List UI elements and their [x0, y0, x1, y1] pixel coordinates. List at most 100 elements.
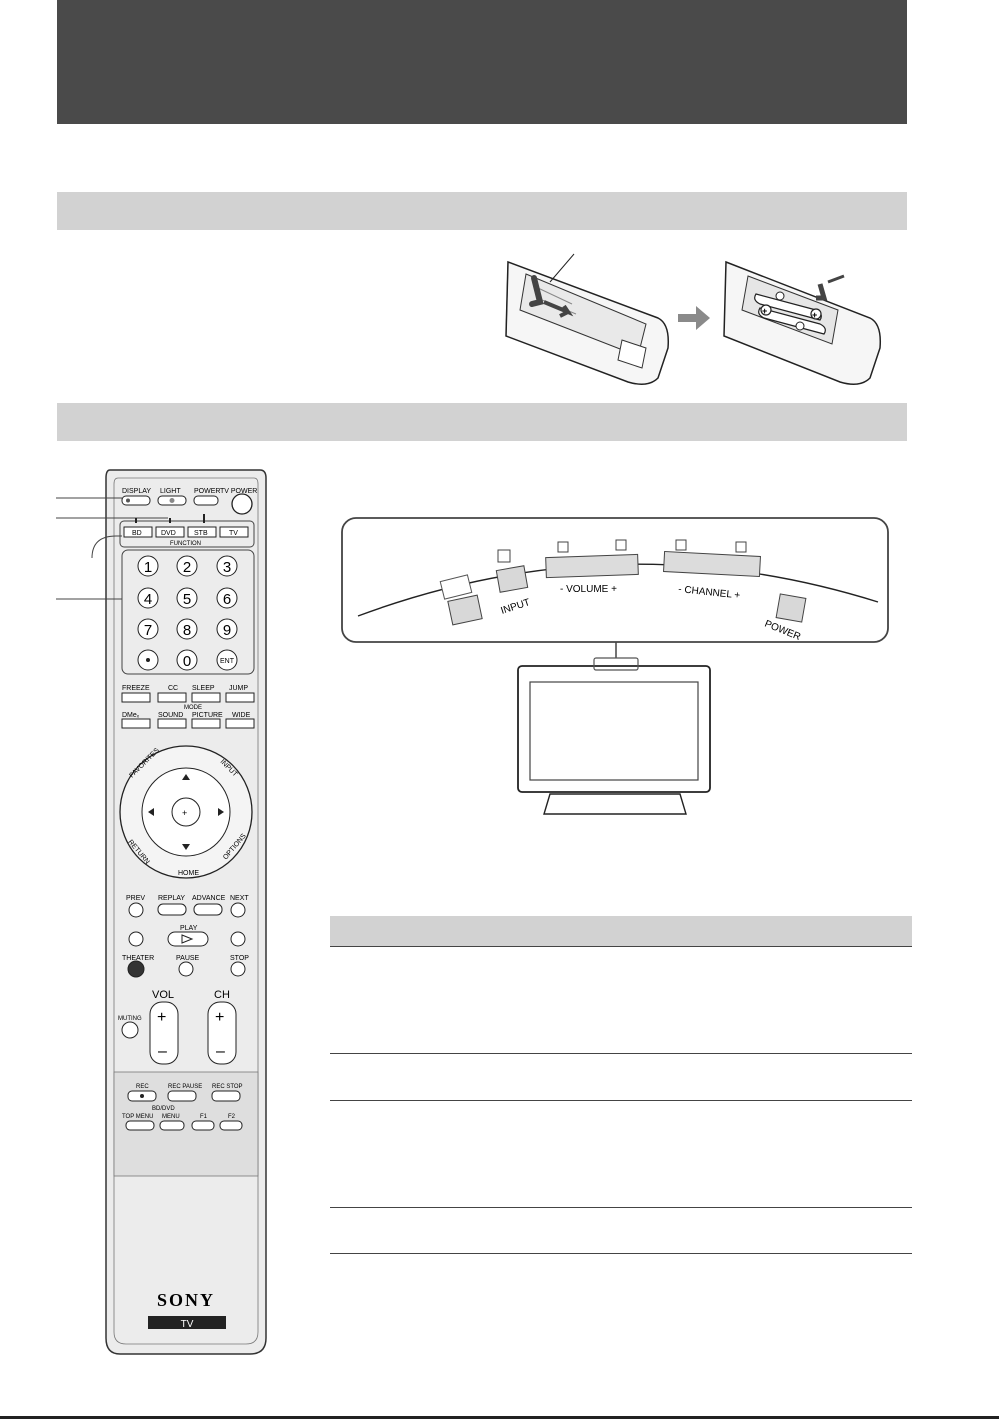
- tv-power-button[interactable]: [231, 493, 253, 515]
- rec-stop-button[interactable]: [211, 1090, 241, 1102]
- digit-6-label: 6: [223, 591, 231, 608]
- top-menu-button[interactable]: [125, 1120, 155, 1131]
- freeze-button[interactable]: [121, 692, 151, 703]
- function-dvd-button[interactable]: [155, 526, 185, 538]
- digit-5-button[interactable]: [176, 587, 198, 609]
- panel-menu-button[interactable]: [447, 594, 483, 626]
- digit-9-button[interactable]: [216, 618, 238, 640]
- digit-6-button[interactable]: [216, 587, 238, 609]
- function-tv-button[interactable]: [219, 526, 249, 538]
- f1-button[interactable]: [191, 1120, 215, 1131]
- volume-up-icon: [615, 539, 627, 551]
- rec-label: REC: [136, 1084, 149, 1090]
- theater-button[interactable]: [127, 960, 145, 978]
- tv-stand: [543, 793, 687, 815]
- f2-button[interactable]: [219, 1120, 243, 1131]
- digit-0-button[interactable]: [176, 649, 198, 671]
- dpad-right-icon: [218, 808, 224, 816]
- freeze-label: FREEZE: [122, 685, 150, 692]
- digit-3-button[interactable]: [216, 555, 238, 577]
- svg-text:–: –: [158, 1043, 167, 1060]
- volume-down-icon: [557, 541, 569, 553]
- number-pad-group: [121, 549, 255, 675]
- table-rule: [330, 1207, 912, 1208]
- next-button[interactable]: [230, 902, 246, 918]
- picture-button[interactable]: [191, 718, 221, 729]
- pause-button[interactable]: [178, 961, 194, 977]
- prev-button[interactable]: [128, 902, 144, 918]
- function-stb-button[interactable]: [187, 526, 217, 538]
- digit-1-label: 1: [144, 559, 152, 576]
- tv-control-panel-illustration: INPUT - VOLUME + - CHANNEL + POWER: [341, 517, 889, 815]
- dpad-select-button[interactable]: [171, 797, 201, 827]
- panel-callout-frame: [341, 517, 889, 643]
- function-bd-label: BD: [132, 530, 142, 537]
- digit-7-button[interactable]: [137, 618, 159, 640]
- dpad-up-icon: [182, 774, 190, 780]
- fast-forward-button[interactable]: [230, 931, 246, 947]
- jump-button[interactable]: [225, 692, 255, 703]
- power-button[interactable]: [193, 495, 219, 506]
- replay-label: REPLAY: [158, 895, 185, 902]
- digit-8-label: 8: [183, 622, 191, 639]
- sleep-label: SLEEP: [192, 685, 215, 692]
- panel-indicator: [439, 574, 473, 600]
- ent-label: ENT: [220, 658, 235, 665]
- chapter-title-block: [57, 0, 907, 124]
- pause-label: PAUSE: [176, 955, 200, 962]
- svg-text:+: +: [182, 808, 187, 818]
- table-rule: [330, 1053, 912, 1054]
- jump-label: JUMP: [229, 685, 248, 692]
- f1-label: F1: [200, 1114, 208, 1120]
- digit-8-button[interactable]: [176, 618, 198, 640]
- dpad-down-icon: [182, 844, 190, 850]
- muting-label: MUTING: [118, 1016, 142, 1022]
- panel-channel-rocker[interactable]: [663, 550, 761, 578]
- panel-input-button[interactable]: [495, 565, 529, 593]
- light-label: LIGHT: [160, 488, 181, 495]
- cc-label: CC: [168, 685, 178, 692]
- sound-button[interactable]: [157, 718, 187, 729]
- volume-rocker[interactable]: [149, 1001, 179, 1065]
- display-button[interactable]: [121, 495, 151, 506]
- theater-label: THEATER: [122, 955, 154, 962]
- function-stb-label: STB: [194, 530, 208, 537]
- advance-label: ADVANCE: [192, 895, 226, 902]
- play-label: PLAY: [180, 925, 198, 932]
- digit-2-button[interactable]: [176, 555, 198, 577]
- tv-badge-label: TV: [181, 1319, 194, 1330]
- channel-up-icon: [735, 541, 747, 553]
- menu-button[interactable]: [159, 1120, 185, 1131]
- channel-rocker[interactable]: [207, 1001, 237, 1065]
- function-bd-button[interactable]: [123, 526, 153, 538]
- replay-button[interactable]: [157, 903, 187, 916]
- panel-power-button[interactable]: [775, 593, 807, 623]
- table-rule: [330, 946, 912, 947]
- rewind-button[interactable]: [128, 931, 144, 947]
- ent-button[interactable]: [216, 649, 238, 671]
- stop-button[interactable]: [230, 961, 246, 977]
- sleep-button[interactable]: [191, 692, 221, 703]
- cc-button[interactable]: [157, 692, 187, 703]
- digit-9-label: 9: [223, 622, 231, 639]
- dmex-button[interactable]: [121, 718, 151, 729]
- rec-pause-button[interactable]: [167, 1090, 197, 1102]
- top-menu-label: TOP MENU: [122, 1114, 153, 1120]
- digit-1-button[interactable]: [137, 555, 159, 577]
- play-button[interactable]: [167, 931, 209, 947]
- sound-label: SOUND: [158, 712, 183, 719]
- function-tv-label: TV: [229, 530, 238, 537]
- function-group: [119, 520, 255, 548]
- advance-button[interactable]: [193, 903, 223, 916]
- battery-insertion-illustration: + +: [505, 253, 882, 385]
- muting-button[interactable]: [121, 1021, 139, 1039]
- wide-button[interactable]: [225, 718, 255, 729]
- home-label: HOME: [178, 870, 199, 877]
- digit-2-label: 2: [183, 559, 191, 576]
- panel-volume-label: - VOLUME +: [560, 584, 617, 595]
- digit-4-button[interactable]: [137, 587, 159, 609]
- bd-dvd-label: BD/DVD: [152, 1106, 175, 1112]
- callout-lines: [56, 497, 168, 600]
- rec-stop-label: REC STOP: [212, 1084, 243, 1090]
- panel-volume-rocker[interactable]: [545, 553, 639, 579]
